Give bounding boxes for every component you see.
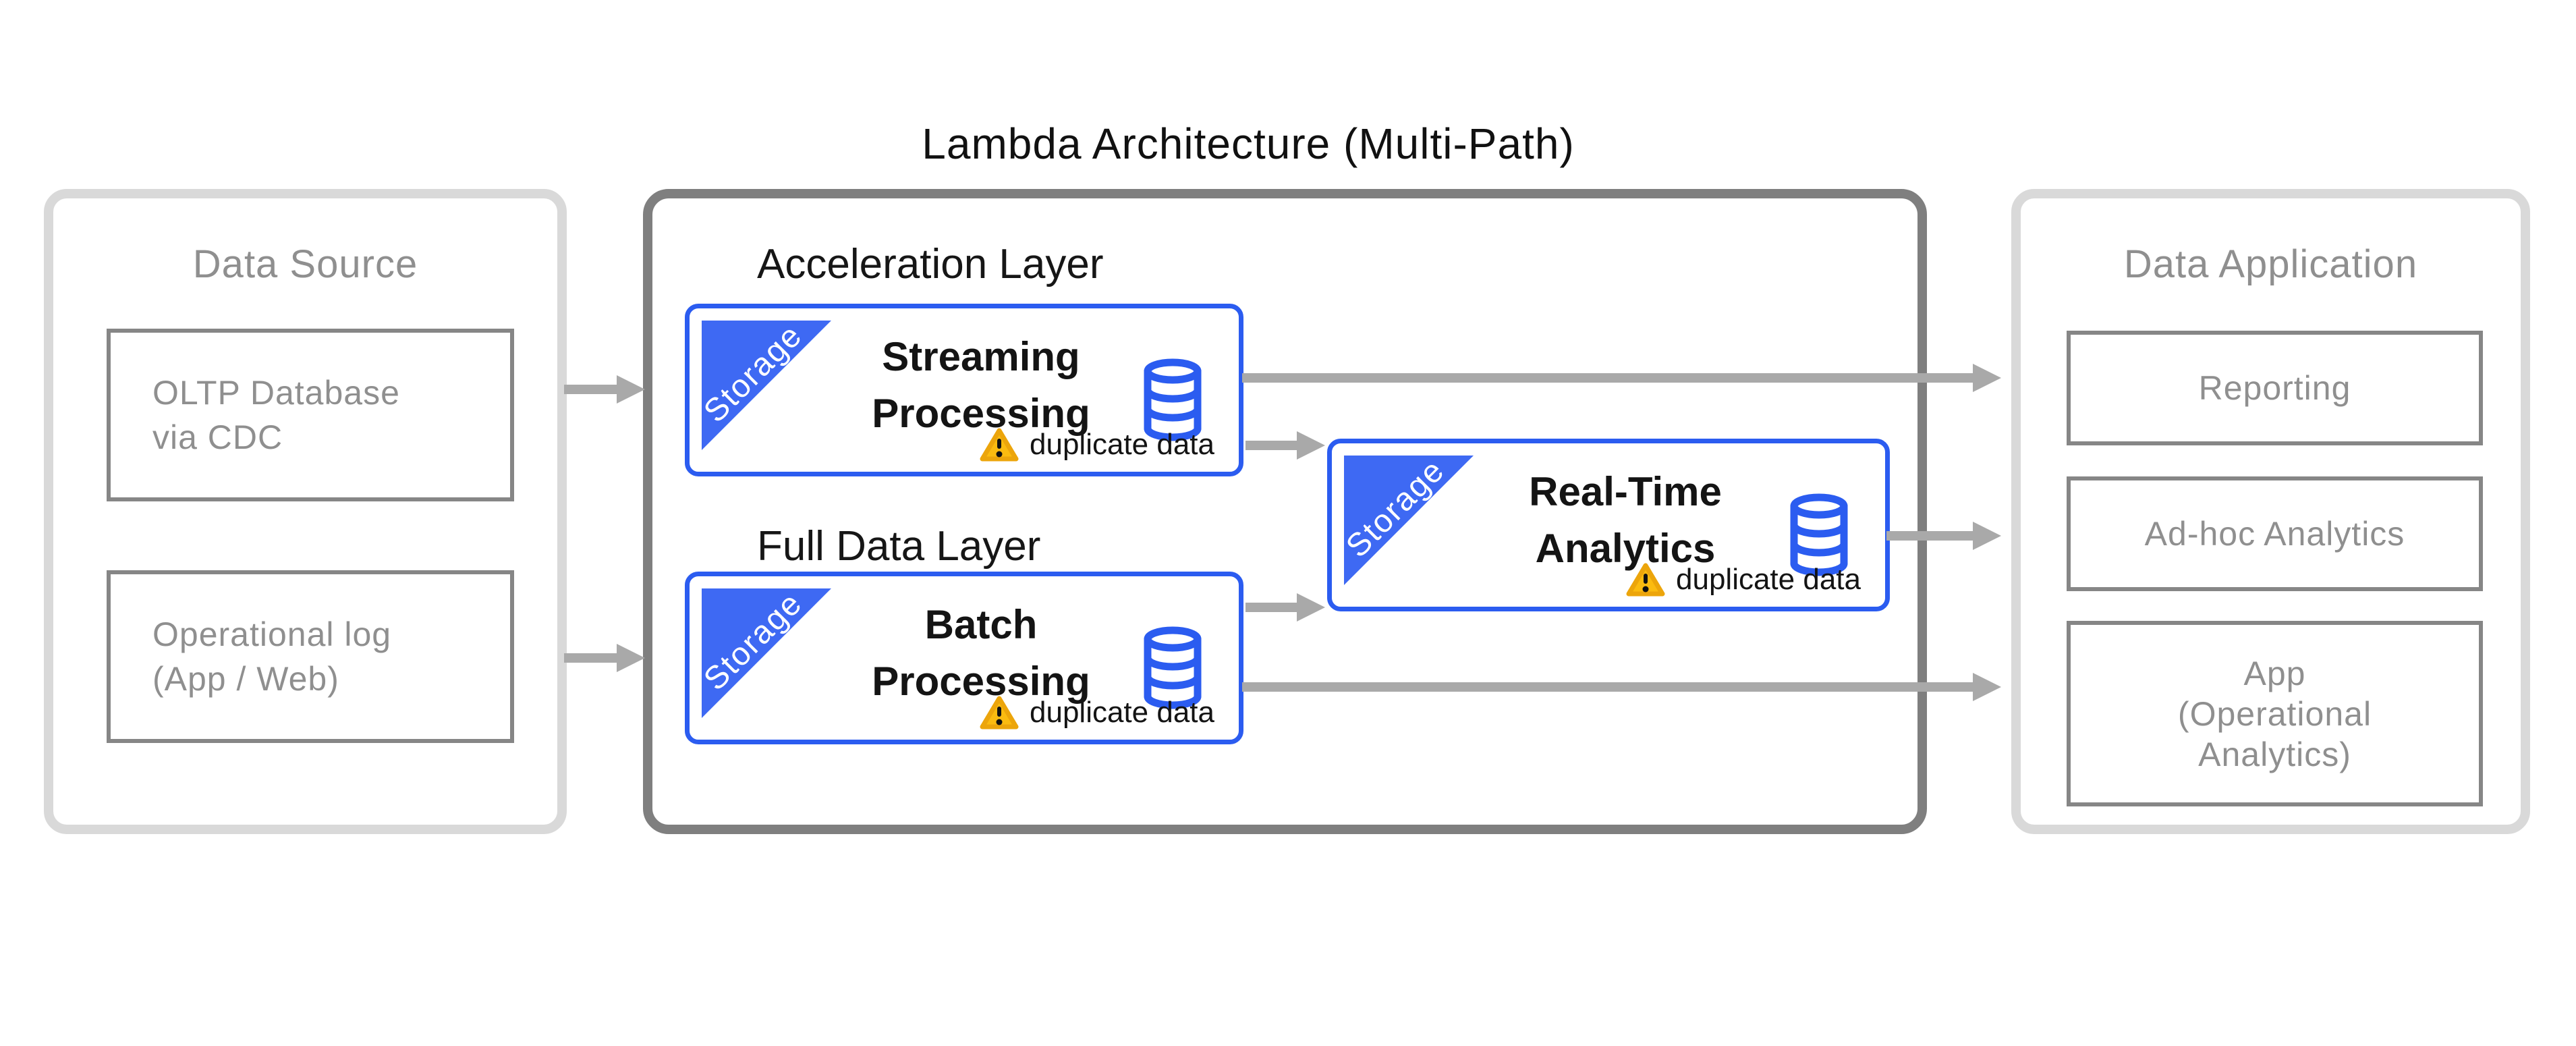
storage-ribbon-triangle [702, 321, 831, 450]
node-realtime-analytics: Storage Real-Time Analytics duplicate da… [1327, 439, 1890, 611]
warning-icon [980, 428, 1019, 462]
node-operational-log: Operational log (App / Web) [107, 570, 514, 743]
duplicate-data-text: duplicate data [1030, 428, 1214, 461]
node-oplog-line-2: (App / Web) [152, 660, 339, 698]
arrow-oltp-to-pipeline-head [617, 375, 645, 404]
duplicate-data-warning: duplicate data [980, 695, 1214, 730]
arrow-streaming-to-reporting [1242, 373, 1973, 383]
storage-ribbon: Storage [702, 588, 831, 718]
database-icon [1144, 358, 1202, 441]
node-reporting-label: Reporting [2198, 369, 2351, 407]
arrow-batch-to-app [1242, 682, 1973, 692]
arrow-batch-to-realtime [1245, 603, 1297, 612]
arrow-streaming-to-realtime [1245, 441, 1297, 450]
node-app-operational-analytics: App (Operational Analytics) [2067, 621, 2483, 806]
arrow-oplog-to-pipeline-head [617, 644, 645, 672]
node-oplog-line-1: Operational log [152, 615, 392, 653]
duplicate-data-text: duplicate data [1676, 563, 1861, 596]
batch-node-title: Batch Processing [824, 597, 1138, 710]
duplicate-data-warning: duplicate data [1626, 562, 1861, 597]
node-app-line-1: App [2243, 654, 2306, 692]
realtime-title-line-2: Analytics [1535, 526, 1716, 571]
streaming-node-title: Streaming Processing [824, 329, 1138, 442]
data-application-label: Data Application [2123, 242, 2418, 286]
arrow-batch-to-app-head [1973, 673, 2001, 701]
arrow-batch-to-realtime-head [1297, 593, 1325, 622]
warning-icon [1626, 563, 1665, 597]
realtime-node-title: Real-Time Analytics [1467, 464, 1784, 577]
arrow-realtime-to-adhoc [1886, 531, 1973, 541]
node-batch-processing: Storage Batch Processing duplicate data [685, 572, 1243, 744]
node-streaming-processing: Storage Streaming Processing duplicate d… [685, 304, 1243, 476]
batch-title-line-2: Processing [872, 659, 1090, 704]
arrow-streaming-to-realtime-head [1297, 431, 1325, 460]
batch-title-line-1: Batch [924, 602, 1038, 647]
storage-ribbon-triangle [702, 588, 831, 718]
database-icon [1144, 626, 1202, 709]
diagram-title: Lambda Architecture (Multi-Path) [922, 119, 1575, 168]
duplicate-data-text: duplicate data [1030, 696, 1214, 729]
streaming-title-line-1: Streaming [882, 334, 1080, 379]
realtime-title-line-1: Real-Time [1529, 469, 1722, 514]
storage-ribbon-triangle [1344, 456, 1474, 585]
storage-ribbon: Storage [1344, 456, 1474, 585]
data-source-label: Data Source [192, 242, 418, 286]
arrow-realtime-to-adhoc-head [1973, 522, 2001, 550]
acceleration-layer-label: Acceleration Layer [757, 241, 1104, 287]
duplicate-data-warning: duplicate data [980, 427, 1214, 462]
full-data-layer-label: Full Data Layer [757, 523, 1041, 570]
node-app-line-3: Analytics) [2198, 735, 2351, 773]
arrow-oplog-to-pipeline [564, 653, 617, 663]
streaming-title-line-2: Processing [872, 391, 1090, 436]
warning-icon [980, 696, 1019, 730]
arrow-streaming-to-reporting-head [1973, 364, 2001, 392]
node-app-line-2: (Operational [2177, 694, 2372, 733]
node-oltp-line-2: via CDC [152, 418, 283, 456]
node-reporting: Reporting [2067, 331, 2483, 445]
node-oltp-database: OLTP Database via CDC [107, 329, 514, 501]
storage-ribbon: Storage [702, 321, 831, 450]
node-adhoc-label: Ad-hoc Analytics [2144, 515, 2405, 553]
database-icon [1790, 493, 1848, 576]
arrow-oltp-to-pipeline [564, 385, 617, 394]
node-adhoc-analytics: Ad-hoc Analytics [2067, 476, 2483, 591]
node-oltp-line-1: OLTP Database [152, 374, 400, 412]
